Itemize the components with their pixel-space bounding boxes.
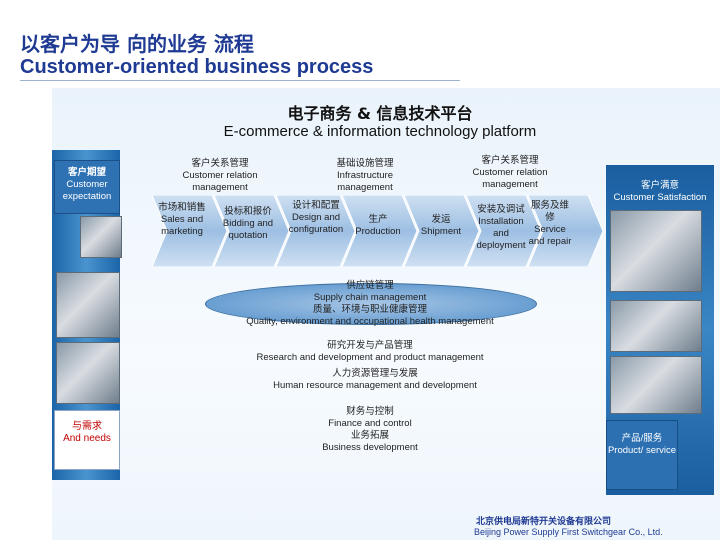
- finance-label: 财务与控制 Finance and control 业务拓展 Business …: [310, 406, 430, 454]
- chevron-production: [341, 195, 418, 267]
- finance-cn: 财务与控制: [346, 406, 394, 417]
- industrial-photo: [610, 300, 702, 352]
- step-sales-cn: 市场和销售: [158, 202, 206, 213]
- crm-left-cn: 客户关系管理: [191, 158, 249, 169]
- finance-en: Finance and control: [328, 418, 412, 429]
- crm-left-en: Customer relation management: [182, 170, 258, 193]
- hr-en: Human resource management and developmen…: [273, 380, 477, 391]
- product-card: 产品/服务 Product/ service: [606, 420, 678, 490]
- step-design-en: Design and configuration: [288, 212, 344, 235]
- supply-chain-ellipse: [205, 283, 537, 325]
- quality-cn: 质量、环境与职业健康管理: [312, 304, 427, 315]
- crm-left-group: 客户关系管理 Customer relation management: [160, 158, 280, 194]
- company-name-en: Beijing Power Supply First Switchgear Co…: [474, 527, 663, 537]
- step-shipment-en: Shipment: [420, 226, 462, 237]
- bizdev-cn: 业务拓展: [350, 430, 389, 441]
- step-installation-en: Installation and deployment: [476, 216, 526, 251]
- process-chevrons: [152, 195, 604, 267]
- chevron-design: [275, 195, 356, 267]
- satisfaction-label: 客户满意 Customer Satisfaction: [606, 180, 714, 204]
- step-production: 生产 Production: [348, 214, 408, 238]
- expectation-en: Customer expectation: [62, 179, 112, 202]
- step-service-cn: 服务及维修: [530, 200, 569, 223]
- hr-cn: 人力资源管理与发展: [332, 368, 418, 379]
- bizdev-en: Business development: [322, 442, 418, 453]
- product-cn: 产品/服务: [621, 433, 663, 444]
- scm-label: 供应链管理 Supply chain management: [300, 280, 440, 304]
- step-installation: 安装及调试 Installation and deployment: [470, 204, 532, 252]
- rnd-en: Research and development and product man…: [256, 352, 484, 363]
- title-divider: [20, 80, 460, 81]
- platform-title-cn: 电子商务 & 信息技术平台: [287, 104, 473, 123]
- customer-photo: [56, 272, 120, 338]
- crm-right-group: 客户关系管理 Customer relation management: [455, 155, 565, 191]
- step-sales: 市场和销售 Sales and marketing: [152, 202, 212, 238]
- business-meeting-photo: [56, 342, 120, 404]
- needs-en: And needs: [63, 433, 111, 444]
- chevron-service: [527, 195, 604, 267]
- step-bidding: 投标和报价 Bidding and quotation: [217, 206, 279, 242]
- step-production-en: Production: [355, 226, 401, 237]
- engineer-photo: [610, 210, 702, 292]
- hr-label: 人力资源管理与发展 Human resource management and …: [255, 368, 495, 392]
- step-bidding-cn: 投标和报价: [224, 206, 272, 217]
- infra-en: Infrastructure management: [337, 170, 393, 193]
- quality-label: 质量、环境与职业健康管理 Quality, environment and oc…: [230, 304, 510, 328]
- step-design: 设计和配置 Design and configuration: [285, 200, 347, 236]
- chevron-shipment: [403, 195, 480, 267]
- expectation-card: 客户期望 Customer expectation: [54, 160, 120, 214]
- quality-en: Quality, environment and occupational he…: [246, 316, 494, 327]
- chevron-installation: [465, 195, 542, 267]
- step-shipment: 发运 Shipment: [411, 214, 471, 238]
- crm-right-en: Customer relation management: [472, 167, 548, 190]
- page-title-cn: 以客户为导 向的业务 流程: [20, 32, 254, 56]
- step-production-cn: 生产: [368, 214, 388, 225]
- scm-cn: 供应链管理: [346, 280, 394, 291]
- platform-title-en: E-commerce & information technology plat…: [223, 123, 537, 140]
- step-service: 服务及维修 Service and repair: [528, 200, 572, 248]
- product-en: Product/ service: [607, 445, 677, 456]
- company-name-cn: 北京供电局新特开关设备有限公司: [476, 517, 612, 527]
- needs-cn: 与需求: [72, 421, 102, 432]
- satisfaction-cn: 客户满意: [640, 180, 679, 191]
- expectation-cn: 客户期望: [67, 167, 106, 178]
- scm-en: Supply chain management: [313, 292, 427, 303]
- step-installation-cn: 安装及调试: [477, 204, 525, 215]
- step-sales-en: Sales and marketing: [160, 214, 204, 237]
- infra-cn: 基础设施管理: [336, 158, 394, 169]
- satisfaction-en: Customer Satisfaction: [613, 192, 707, 203]
- rnd-label: 研究开发与产品管理 Research and development and p…: [245, 340, 495, 364]
- team-photo: [610, 356, 702, 414]
- chevron-sales: [152, 195, 228, 267]
- step-shipment-cn: 发运: [431, 214, 451, 225]
- chevron-bidding: [213, 195, 290, 267]
- handshake-photo: [80, 216, 122, 258]
- needs-card: 与需求 And needs: [54, 410, 120, 470]
- crm-right-cn: 客户关系管理: [481, 155, 539, 166]
- infra-group: 基础设施管理 Infrastructure management: [310, 158, 420, 194]
- step-design-cn: 设计和配置: [292, 200, 340, 211]
- page-title-en: Customer-oriented business process: [20, 56, 374, 78]
- step-bidding-en: Bidding and quotation: [222, 218, 274, 241]
- step-service-en: Service and repair: [528, 224, 572, 247]
- rnd-cn: 研究开发与产品管理: [327, 340, 413, 351]
